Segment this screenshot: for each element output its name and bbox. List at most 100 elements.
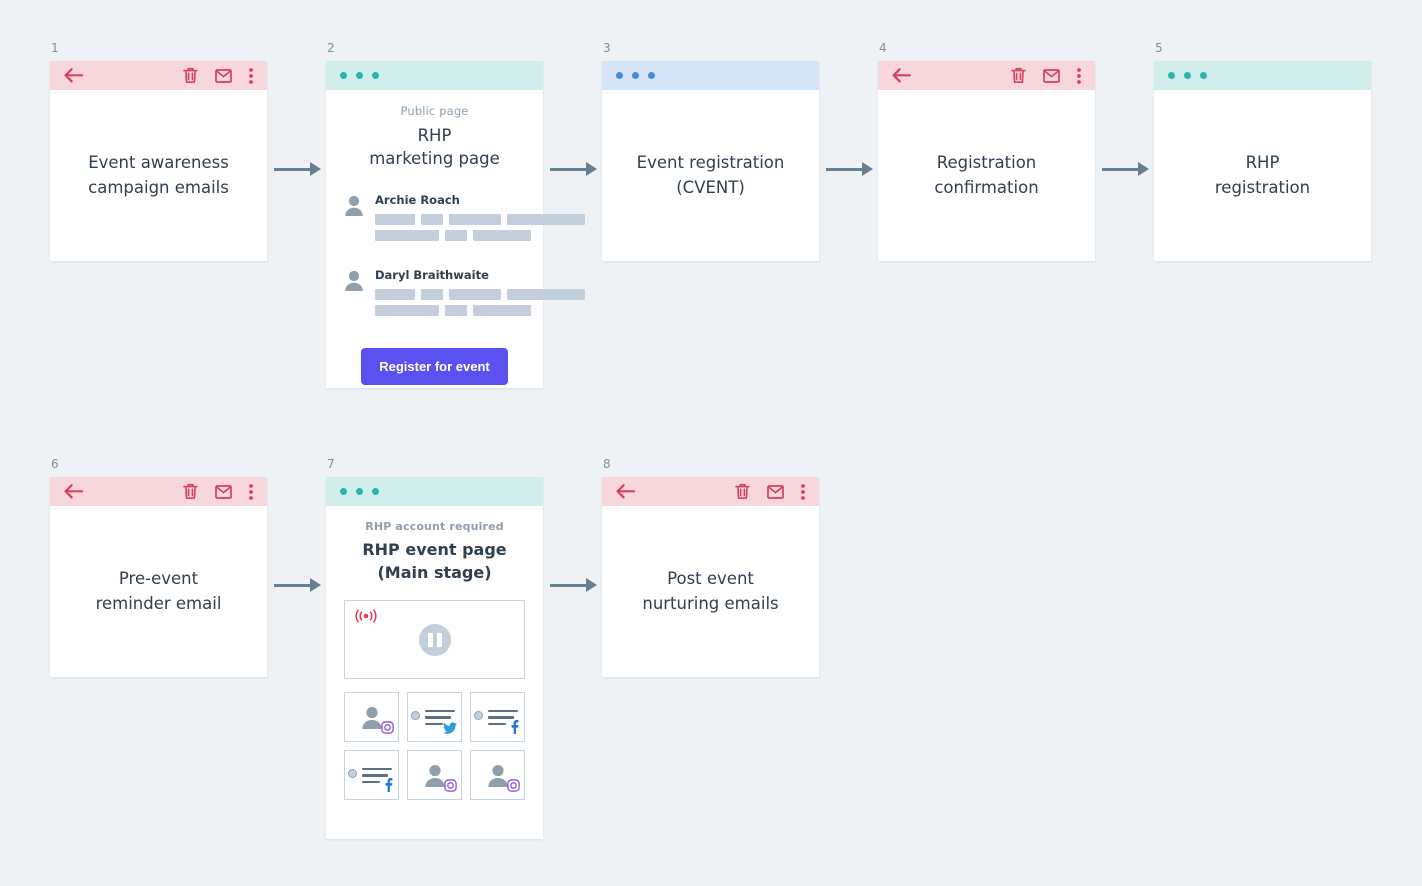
social-tile[interactable] bbox=[470, 692, 525, 743]
post-line bbox=[361, 774, 388, 777]
card-title-line: RHP bbox=[1245, 153, 1280, 173]
trash-icon[interactable] bbox=[183, 67, 198, 84]
card-title-line: confirmation bbox=[934, 177, 1039, 197]
kebab-menu-icon[interactable] bbox=[249, 483, 253, 500]
browser-chrome-bar bbox=[326, 477, 543, 506]
card-title-line: registration bbox=[1214, 177, 1311, 197]
social-tile[interactable] bbox=[344, 692, 399, 743]
browser-dot bbox=[1168, 72, 1175, 79]
card-body: RHP account required RHP event page (Mai… bbox=[326, 506, 543, 801]
placeholder-bar bbox=[375, 288, 415, 300]
flow-arrow bbox=[274, 578, 321, 592]
trash-icon[interactable] bbox=[1011, 67, 1026, 84]
card-event-registration-cvent[interactable]: 3 Event registration (CVENT) bbox=[602, 41, 819, 261]
instagram-icon bbox=[444, 777, 457, 796]
placeholder-bar bbox=[507, 288, 585, 300]
browser-dot bbox=[1184, 72, 1191, 79]
social-tile[interactable] bbox=[344, 750, 399, 801]
envelope-icon[interactable] bbox=[767, 484, 784, 499]
page-eyebrow-label: RHP account required bbox=[365, 520, 504, 533]
pause-bar bbox=[436, 632, 442, 647]
email-toolbar bbox=[878, 61, 1095, 90]
card-event-awareness[interactable]: 1 Event awareness campaign emails bbox=[50, 41, 267, 261]
browser-dot bbox=[632, 72, 639, 79]
card-title: Event registration (CVENT) bbox=[602, 90, 819, 261]
card-number-label: 8 bbox=[603, 457, 611, 471]
card-title-line: Registration bbox=[936, 153, 1037, 173]
card-title: Event awareness campaign emails bbox=[50, 90, 267, 261]
browser-dot bbox=[356, 72, 363, 79]
card-title: RHP registration bbox=[1154, 90, 1371, 261]
card-rhp-marketing-page[interactable]: 2 Public page RHP marketing page Archie … bbox=[326, 41, 585, 388]
card-number-label: 2 bbox=[327, 41, 335, 55]
kebab-menu-icon[interactable] bbox=[1077, 67, 1081, 84]
post-line bbox=[487, 716, 514, 719]
placeholder-bar bbox=[449, 213, 501, 225]
page-title-line: RHP event page bbox=[362, 540, 507, 559]
browser-chrome-bar bbox=[1154, 61, 1371, 90]
placeholder-bar bbox=[445, 229, 467, 241]
page-title-line: RHP bbox=[417, 126, 452, 145]
back-arrow-icon[interactable] bbox=[64, 484, 83, 499]
placeholder-bar bbox=[421, 288, 443, 300]
browser-chrome-bar bbox=[326, 61, 543, 90]
card-title-line: Pre-event bbox=[118, 569, 199, 589]
placeholder-bar bbox=[375, 229, 439, 241]
speaker-name: Archie Roach bbox=[375, 192, 460, 207]
social-tile[interactable] bbox=[407, 750, 462, 801]
card-rhp-event-page[interactable]: 7 RHP account required RHP event page (M… bbox=[326, 457, 543, 839]
instagram-icon bbox=[507, 777, 520, 796]
envelope-icon[interactable] bbox=[1043, 68, 1060, 83]
post-line bbox=[361, 780, 380, 784]
placeholder-bar bbox=[421, 213, 443, 225]
email-actions bbox=[183, 483, 253, 500]
card-title-line: Post event bbox=[667, 569, 754, 589]
social-post-grid bbox=[344, 692, 525, 801]
facebook-icon bbox=[509, 719, 520, 738]
card-number-label: 1 bbox=[51, 41, 59, 55]
kebab-menu-icon[interactable] bbox=[249, 67, 253, 84]
post-avatar-dot bbox=[347, 768, 357, 778]
envelope-icon[interactable] bbox=[215, 484, 232, 499]
kebab-menu-icon[interactable] bbox=[801, 483, 805, 500]
browser-dot bbox=[616, 72, 623, 79]
flow-arrow bbox=[826, 162, 873, 176]
pause-button[interactable] bbox=[418, 623, 451, 656]
browser-dot bbox=[340, 72, 347, 79]
card-number-label: 3 bbox=[603, 41, 611, 55]
email-toolbar bbox=[602, 477, 819, 506]
text-post-preview bbox=[347, 767, 392, 784]
post-line bbox=[424, 709, 455, 713]
browser-dot bbox=[372, 72, 379, 79]
social-tile[interactable] bbox=[407, 692, 462, 743]
browser-dots bbox=[616, 72, 655, 79]
browser-dot bbox=[648, 72, 655, 79]
back-arrow-icon[interactable] bbox=[616, 484, 635, 499]
social-tile[interactable] bbox=[470, 750, 525, 801]
page-title-line: (Main stage) bbox=[377, 562, 492, 582]
trash-icon[interactable] bbox=[735, 483, 750, 500]
browser-dots bbox=[340, 72, 379, 79]
register-for-event-button[interactable]: Register for event bbox=[361, 347, 508, 385]
trash-icon[interactable] bbox=[183, 483, 198, 500]
page-title-line: marketing page bbox=[369, 149, 500, 169]
text-post-preview bbox=[410, 709, 455, 726]
pause-bar bbox=[427, 632, 433, 647]
speaker-name: Daryl Braithwaite bbox=[375, 267, 489, 282]
back-arrow-icon[interactable] bbox=[64, 68, 83, 83]
card-post-event-nurturing[interactable]: 8 Post event nurturing emails bbox=[602, 457, 819, 677]
page-eyebrow-label: Public page bbox=[400, 104, 469, 118]
card-body: Public page RHP marketing page Archie Ro… bbox=[326, 90, 585, 385]
envelope-icon[interactable] bbox=[215, 68, 232, 83]
flow-arrow bbox=[550, 578, 597, 592]
back-arrow-icon[interactable] bbox=[892, 68, 911, 83]
card-rhp-registration[interactable]: 5 RHP registration bbox=[1154, 41, 1371, 261]
placeholder-bar bbox=[375, 304, 439, 316]
card-registration-confirmation[interactable]: 4 Registration confirmation bbox=[878, 41, 1095, 261]
live-video-player[interactable] bbox=[344, 600, 525, 680]
card-title-line: reminder email bbox=[95, 593, 222, 613]
speaker-entry: Daryl Braithwaite bbox=[344, 268, 585, 321]
card-pre-event-reminder[interactable]: 6 Pre-event reminder email bbox=[50, 457, 267, 677]
card-title-line: campaign emails bbox=[88, 177, 229, 197]
page-title: RHP event page (Main stage) bbox=[344, 539, 525, 584]
